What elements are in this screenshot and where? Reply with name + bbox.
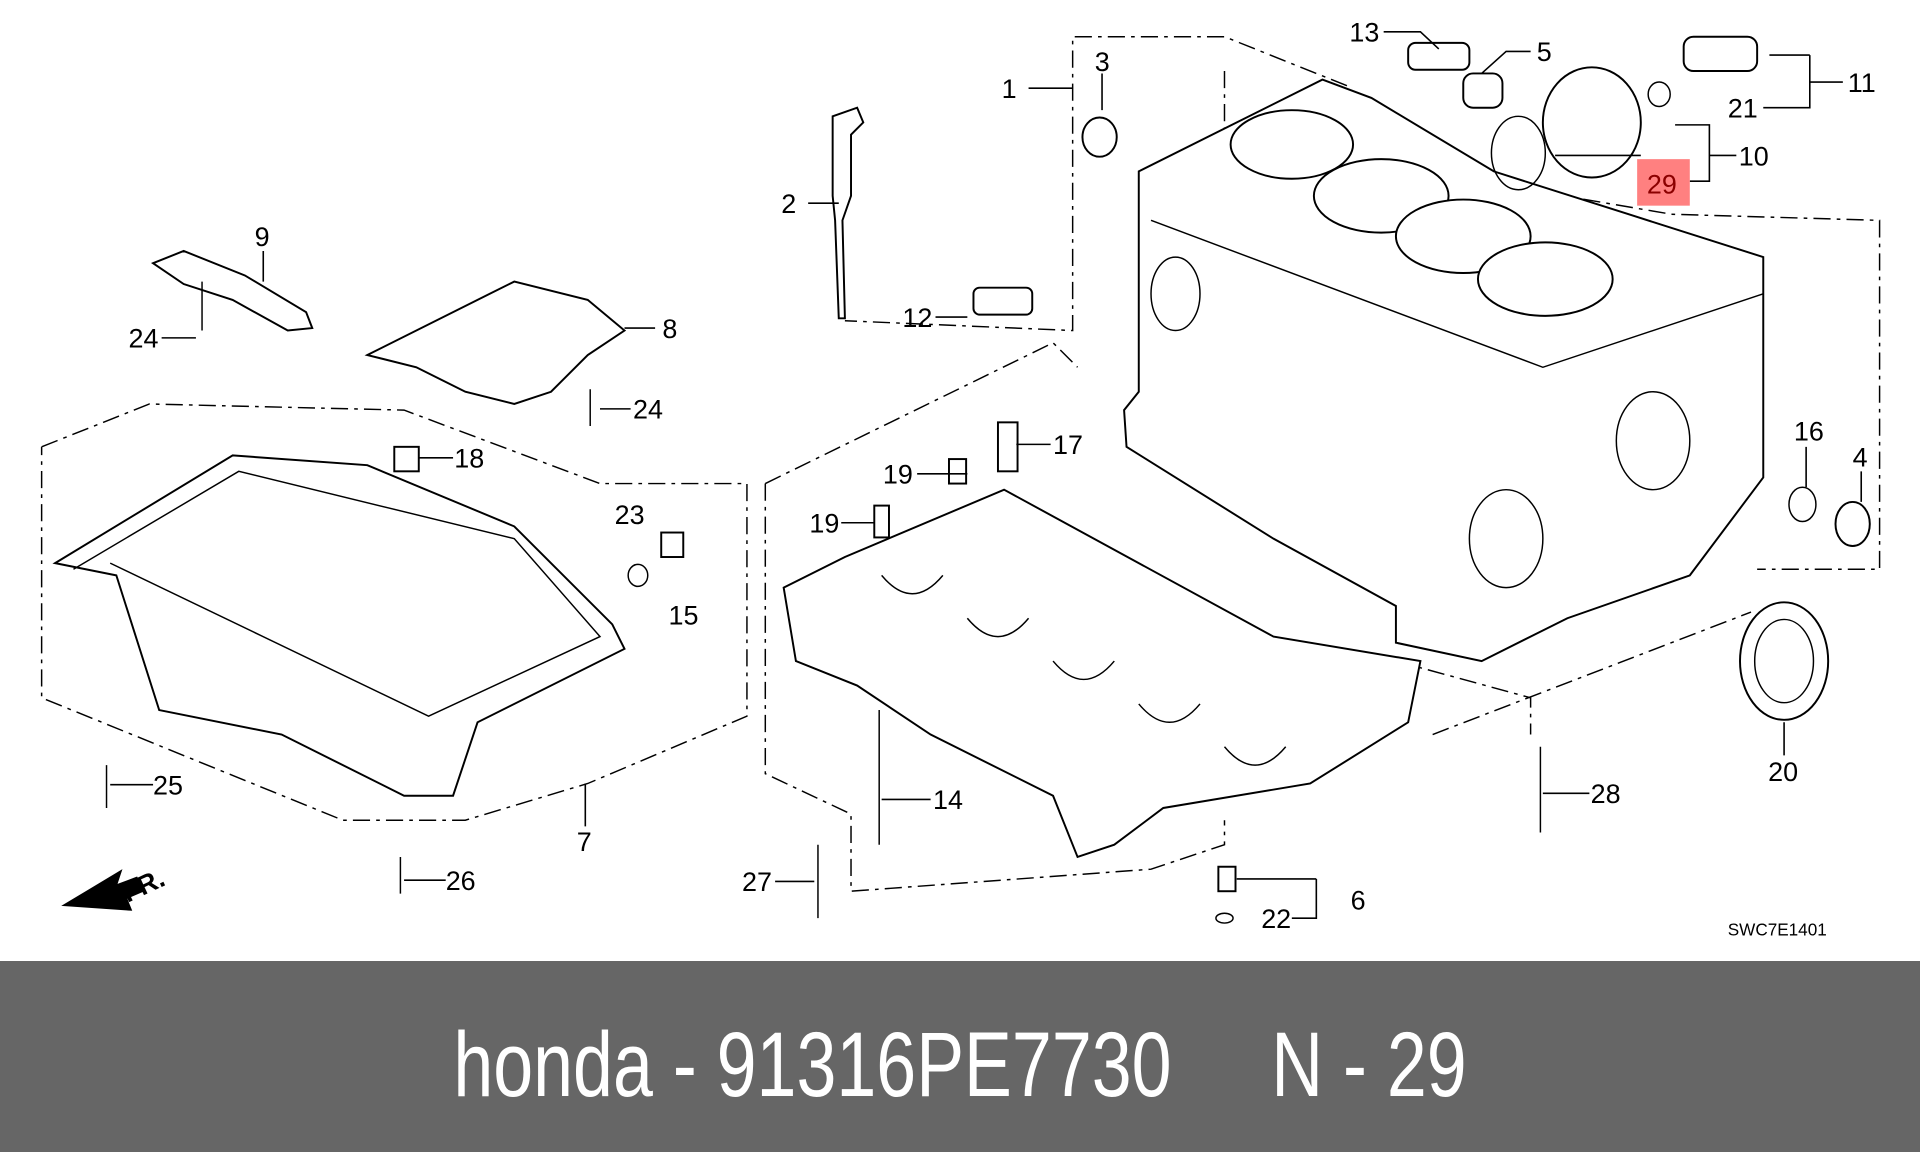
- callout-4[interactable]: 4: [1853, 442, 1868, 472]
- leader-lines: [110, 31, 1863, 919]
- callout-2[interactable]: 2: [781, 189, 796, 219]
- callout-27[interactable]: 27: [742, 867, 772, 897]
- front-arrow-icon: FR.: [61, 863, 169, 911]
- callout-16[interactable]: 16: [1794, 417, 1824, 447]
- lower-block: [782, 488, 1422, 859]
- callout-22[interactable]: 22: [1261, 904, 1291, 934]
- callout-28[interactable]: 28: [1591, 779, 1621, 809]
- oil-pan: [52, 454, 626, 797]
- callout-3[interactable]: 3: [1095, 47, 1110, 77]
- callout-29-highlighted[interactable]: 29: [1647, 169, 1677, 199]
- group-outlines: [40, 35, 1881, 893]
- callout-labels: 1 2 3 4 5 6 7 8 9 10 11 12 13 14 15 16 1…: [129, 18, 1876, 940]
- callout-6[interactable]: 6: [1351, 886, 1366, 916]
- small-parts: [105, 35, 1871, 924]
- part-caption: honda - 91316PE7730 N - 29: [453, 1014, 1467, 1116]
- callout-5[interactable]: 5: [1537, 37, 1552, 67]
- callout-21[interactable]: 21: [1728, 94, 1758, 124]
- diagram-code: SWC7E1401: [1728, 919, 1827, 939]
- callout-9[interactable]: 9: [255, 222, 270, 252]
- callout-11[interactable]: 11: [1848, 68, 1876, 98]
- parts-diagram: FR. 1 2 3 4 5 6 7 8 9 10 11 12 13 14 15 …: [40, 18, 1881, 940]
- callout-24b[interactable]: 24: [633, 395, 663, 425]
- callout-13[interactable]: 13: [1349, 18, 1379, 48]
- callout-18[interactable]: 18: [454, 444, 484, 474]
- callout-24a[interactable]: 24: [129, 324, 159, 354]
- callout-17[interactable]: 17: [1053, 430, 1083, 460]
- callout-15[interactable]: 15: [669, 600, 699, 630]
- highlight-box: [1637, 159, 1690, 206]
- callout-25[interactable]: 25: [153, 771, 183, 801]
- callout-8[interactable]: 8: [662, 314, 677, 344]
- callout-19b[interactable]: 19: [809, 509, 839, 539]
- callout-10[interactable]: 10: [1739, 141, 1769, 171]
- callout-19a[interactable]: 19: [883, 460, 913, 490]
- callout-7[interactable]: 7: [577, 827, 592, 857]
- callout-26[interactable]: 26: [446, 866, 476, 896]
- callout-14[interactable]: 14: [933, 785, 963, 815]
- brackets: [150, 106, 865, 406]
- callout-20[interactable]: 20: [1768, 757, 1798, 787]
- callout-1[interactable]: 1: [1002, 74, 1017, 104]
- cylinder-block: [1123, 78, 1765, 663]
- caption-bar: honda - 91316PE7730 N - 29: [0, 961, 1920, 1152]
- callout-23[interactable]: 23: [615, 500, 645, 530]
- callout-12[interactable]: 12: [902, 303, 932, 333]
